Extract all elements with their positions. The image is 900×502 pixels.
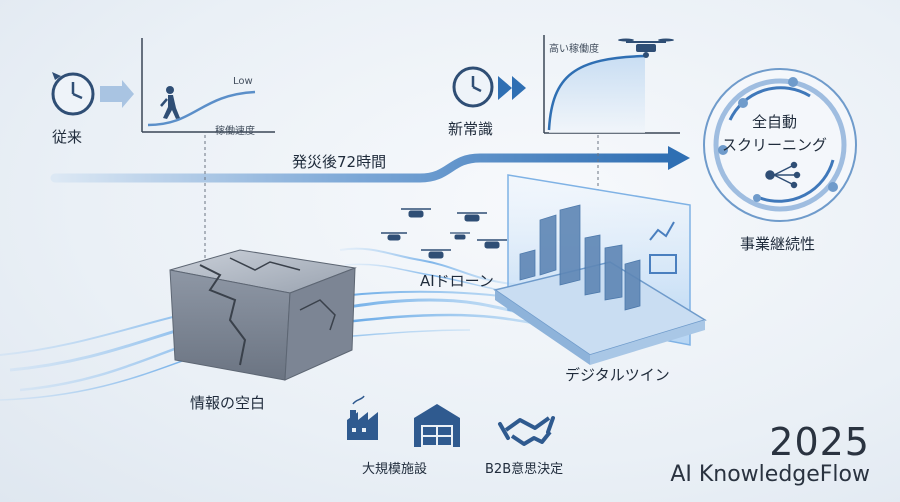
- brand-label: AI KnowledgeFlow: [670, 462, 870, 487]
- year-label: 2025: [769, 420, 870, 464]
- new-axis-label: 高い稼働度: [549, 44, 599, 55]
- handshake-icon: [498, 416, 555, 446]
- screening-ring: [703, 68, 857, 222]
- drone-icon: [618, 38, 674, 58]
- twin-label: デジタルツイン: [565, 366, 670, 384]
- digital-twin: [493, 174, 707, 365]
- new-chart: [543, 35, 680, 134]
- warehouse-icon: [414, 404, 460, 447]
- legacy-arrow: [100, 80, 134, 108]
- screening-line1: 全自動: [752, 113, 798, 131]
- fast-forward-icon: [498, 76, 526, 100]
- walking-person-icon: [160, 86, 180, 119]
- clock-icon: [51, 72, 95, 116]
- drones-label: AIドローン: [420, 272, 494, 290]
- legacy-chart: [141, 38, 275, 133]
- timeline-arrow: [50, 146, 690, 183]
- gap-label: 情報の空白: [190, 394, 266, 412]
- cracked-cube: [169, 249, 357, 381]
- clock-icon-new: [452, 66, 494, 108]
- facility-label: 大規模施設: [362, 462, 428, 477]
- legacy-label: 従来: [52, 128, 83, 146]
- timeline-label: 発災後72時間: [292, 153, 387, 171]
- legacy-low-label: Low: [233, 76, 253, 87]
- network-icon: [765, 161, 801, 189]
- b2b-label: B2B意思決定: [485, 462, 564, 477]
- drone-swarm: [381, 208, 507, 259]
- new-normal-label: 新常識: [448, 120, 494, 138]
- screening-caption: 事業継続性: [740, 235, 816, 253]
- factory-icon: [347, 395, 378, 440]
- legacy-axis-label: 稼働速度: [215, 126, 255, 137]
- screening-line2: スクリーニング: [722, 136, 828, 154]
